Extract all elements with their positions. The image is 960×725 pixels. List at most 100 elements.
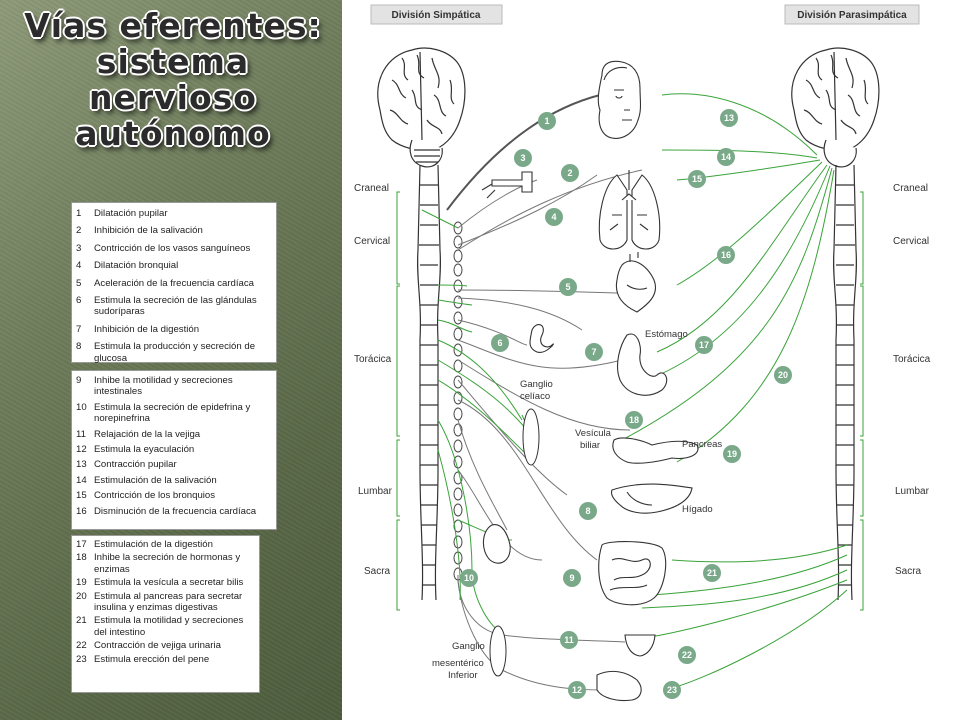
badge-label: 22: [682, 650, 692, 660]
legend-text: Contricción de los vasos sanguíneos: [94, 242, 251, 254]
legend-text: Estimula la secreción de las glándulas s…: [94, 295, 257, 318]
legend-text: Inhibición de la digestión: [94, 323, 200, 335]
organ-label-mesenteric: Inferior: [448, 670, 478, 681]
badge-label: 7: [591, 347, 596, 357]
legend-row: 12 Estimula la eyaculación: [72, 442, 276, 457]
organ-label-mesenteric: mesentérico: [432, 658, 484, 669]
green-preganglionic-fibers: [437, 284, 530, 633]
header-sympathetic-box: [370, 4, 503, 25]
right-brain: [791, 47, 880, 168]
badge-circle: [568, 681, 586, 699]
legend-text: Estimula la motilidad y secreciones del …: [94, 615, 244, 638]
legend-number: 21: [76, 615, 87, 627]
legend-number: 12: [76, 444, 87, 456]
badge-circle: [717, 246, 735, 264]
region-label: Sacra: [364, 566, 391, 577]
lungs-illustration: [598, 170, 661, 250]
number-badge: 22: [678, 646, 696, 664]
legend-number: 8: [76, 341, 82, 353]
stomach-illustration: [617, 333, 668, 396]
number-badge: 10: [460, 569, 478, 587]
legend-number: 18: [76, 552, 87, 564]
badge-label: 14: [721, 152, 731, 162]
number-badge: 12: [568, 681, 586, 699]
legend-text: Contracción de vejiga urinaria: [94, 640, 221, 652]
legend-row: 15 Contricción de los bronquios: [72, 488, 276, 503]
badge-label: 5: [565, 282, 570, 292]
number-badge: 8: [579, 502, 597, 520]
badge-label: 3: [520, 153, 525, 163]
legend-text: Dilatación bronquial: [94, 260, 179, 272]
legend-text: Estimula la eyaculación: [94, 444, 195, 456]
badge-label: 16: [721, 250, 731, 260]
parasympathetic-fibers: [421, 93, 848, 689]
legend-number: 16: [76, 505, 87, 517]
number-badge: 7: [585, 343, 603, 361]
badge-label: 17: [699, 340, 709, 350]
badge-circle: [625, 411, 643, 429]
legend-number: 11: [76, 428, 86, 440]
right-spinal-cord: [833, 164, 857, 601]
badge-label: 9: [569, 573, 574, 583]
badge-circle: [514, 149, 532, 167]
organ-label-gallbladder: biliar: [580, 440, 600, 451]
number-badge: 14: [717, 148, 735, 166]
legend-number: 20: [76, 590, 87, 602]
badge-label: 19: [727, 449, 737, 459]
region-label: Cervical: [354, 236, 390, 247]
legend-number: 15: [76, 490, 87, 502]
badge-label: 13: [724, 113, 734, 123]
blood-vessel-illustration: [481, 171, 533, 199]
badge-circle: [723, 445, 741, 463]
badge-circle: [678, 646, 696, 664]
legend-number: 2: [76, 225, 82, 237]
number-badge: 16: [717, 246, 735, 264]
left-brain: [377, 47, 466, 168]
badge-circle: [663, 681, 681, 699]
sweat-gland-illustration: [529, 324, 554, 353]
badge-circle: [460, 569, 478, 587]
region-label: Lumbar: [895, 486, 930, 497]
gallbladder-pancreas-illustration: [612, 437, 699, 464]
legend-text: Disminución de la frecuencia cardíaca: [94, 505, 257, 517]
number-badge: 3: [514, 149, 532, 167]
badge-circle: [491, 334, 509, 352]
number-badge: 2: [561, 164, 579, 182]
badge-circle: [717, 148, 735, 166]
legend-text: Dilatación pupilar: [94, 208, 168, 219]
badge-circle: [545, 208, 563, 226]
region-label: Craneal: [354, 183, 389, 194]
badge-circle: [695, 336, 713, 354]
region-brackets: [396, 191, 864, 611]
region-label: Craneal: [893, 183, 928, 194]
badge-label: 1: [544, 116, 549, 126]
legend-text: Estimula la vesícula a secretar bilis: [94, 577, 244, 589]
badge-label: 8: [585, 506, 590, 516]
number-badge: 19: [723, 445, 741, 463]
legend-text: Contricción de los bronquios: [94, 490, 216, 502]
legend-text: Aceleración de la frecuencia cardíaca: [94, 277, 254, 289]
number-badge: 21: [703, 564, 721, 582]
number-badge: 20: [774, 366, 792, 384]
legend-number: 4: [76, 260, 82, 272]
title-panel: Vías eferentes: sistema nervioso autónom…: [0, 0, 342, 720]
organ-label-mesenteric: Ganglio: [452, 641, 485, 652]
header-sympathetic: División Simpática: [392, 10, 481, 21]
title-line: autónomo: [75, 114, 271, 153]
number-badge: 5: [559, 278, 577, 296]
number-badge: 23: [663, 681, 681, 699]
legend-number: 19: [76, 577, 87, 589]
organ-label-liver: Hígado: [682, 504, 713, 515]
badge-circle: [579, 502, 597, 520]
organ-label-celiac: celíaco: [520, 391, 550, 402]
liver-illustration: [610, 483, 693, 514]
page-title: Vías eferentes: sistema nervioso autónom…: [10, 8, 336, 152]
